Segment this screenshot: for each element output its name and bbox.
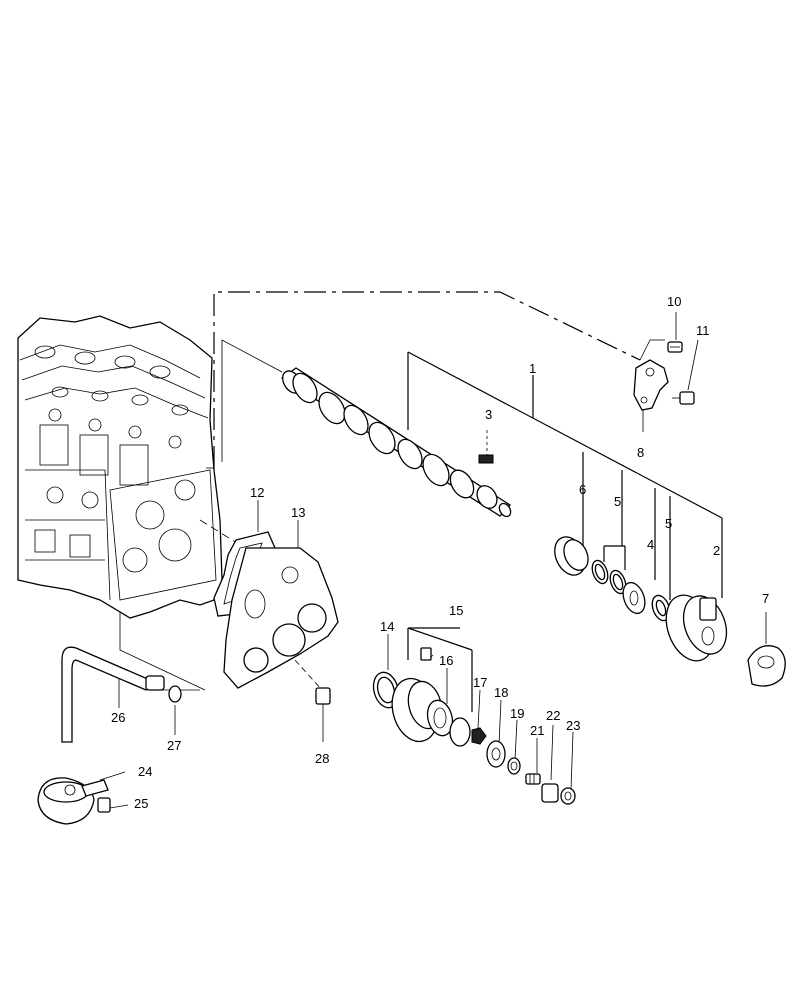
washer-5a (591, 559, 609, 585)
label-27: 27 (167, 738, 181, 753)
label-16: 16 (439, 653, 453, 668)
hub-17 (449, 717, 487, 747)
washer-18 (486, 740, 506, 768)
label-24: 24 (138, 764, 152, 779)
oil-strainer-24 (37, 777, 109, 825)
seal-6 (554, 536, 589, 576)
camshaft (280, 367, 512, 518)
washer-27 (168, 685, 182, 703)
woodruff-key (478, 454, 494, 464)
plug-22 (541, 783, 559, 803)
washer-5c (651, 594, 671, 622)
label-22: 22 (546, 708, 560, 723)
label-6: 6 (579, 482, 586, 497)
engine-block (17, 315, 223, 619)
label-23: 23 (566, 718, 580, 733)
bolt-28 (315, 687, 331, 705)
label-4: 4 (647, 537, 654, 552)
label-18: 18 (494, 685, 508, 700)
label-26: 26 (111, 710, 125, 725)
thrust-plate (633, 359, 669, 411)
label-8: 8 (637, 445, 644, 460)
label-19: 19 (510, 706, 524, 721)
guide-lines (99, 291, 723, 809)
label-28: 28 (315, 751, 329, 766)
label-5b: 5 (665, 516, 672, 531)
label-2: 2 (713, 543, 720, 558)
washer-19 (507, 757, 521, 775)
nut-23 (560, 787, 576, 805)
label-25: 25 (134, 796, 148, 811)
cover-cap-7 (747, 612, 786, 687)
bolt-25 (97, 797, 111, 813)
label-11: 11 (696, 323, 710, 338)
cam-gear-2 (665, 594, 728, 662)
label-12: 12 (250, 485, 264, 500)
label-3: 3 (485, 407, 492, 422)
label-15: 15 (449, 603, 463, 618)
spring-21 (525, 773, 541, 785)
label-13: 13 (291, 505, 305, 520)
label-17: 17 (473, 675, 487, 690)
bolt-11 (672, 391, 695, 405)
label-1: 1 (529, 361, 536, 376)
label-21: 21 (530, 723, 544, 738)
label-10: 10 (667, 294, 681, 309)
bushing-16 (426, 699, 454, 737)
part-labels: 1 2 3 4 5 5 6 7 8 10 11 12 13 14 15 16 1… (111, 294, 769, 811)
bolt-10 (667, 341, 683, 353)
suction-pipe-26 (61, 646, 165, 743)
label-5a: 5 (614, 494, 621, 509)
label-14: 14 (380, 619, 394, 634)
washer-5b (609, 569, 627, 595)
timing-cover-13 (223, 547, 339, 689)
label-7: 7 (762, 591, 769, 606)
sprocket-4 (622, 581, 646, 615)
